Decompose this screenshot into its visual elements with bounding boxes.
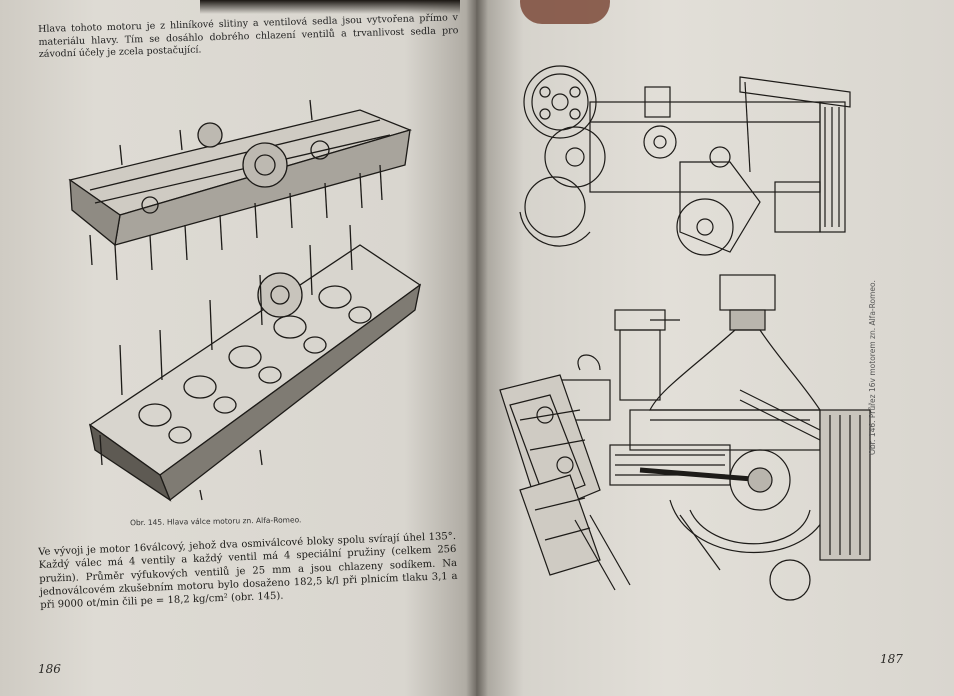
page-number-left: 186 [38, 662, 61, 676]
top-paragraph-text: Hlava tohoto motoru je z hliníkové sliti… [38, 12, 459, 60]
figure-caption-right: Obr. 146. Průřez 16v motorem zn. Alfa-Ro… [868, 280, 877, 455]
page-number-right: 187 [880, 652, 903, 666]
book-gutter [466, 0, 488, 696]
engine-cross-section-drawing [499, 274, 871, 601]
finger-shadow [520, 0, 610, 24]
top-paragraph: Hlava tohoto motoru je z hliníkové sliti… [38, 12, 459, 61]
cylinder-head-illustration [68, 99, 422, 502]
top-shadow [200, 0, 460, 14]
engine-side-section-drawing [519, 65, 851, 256]
